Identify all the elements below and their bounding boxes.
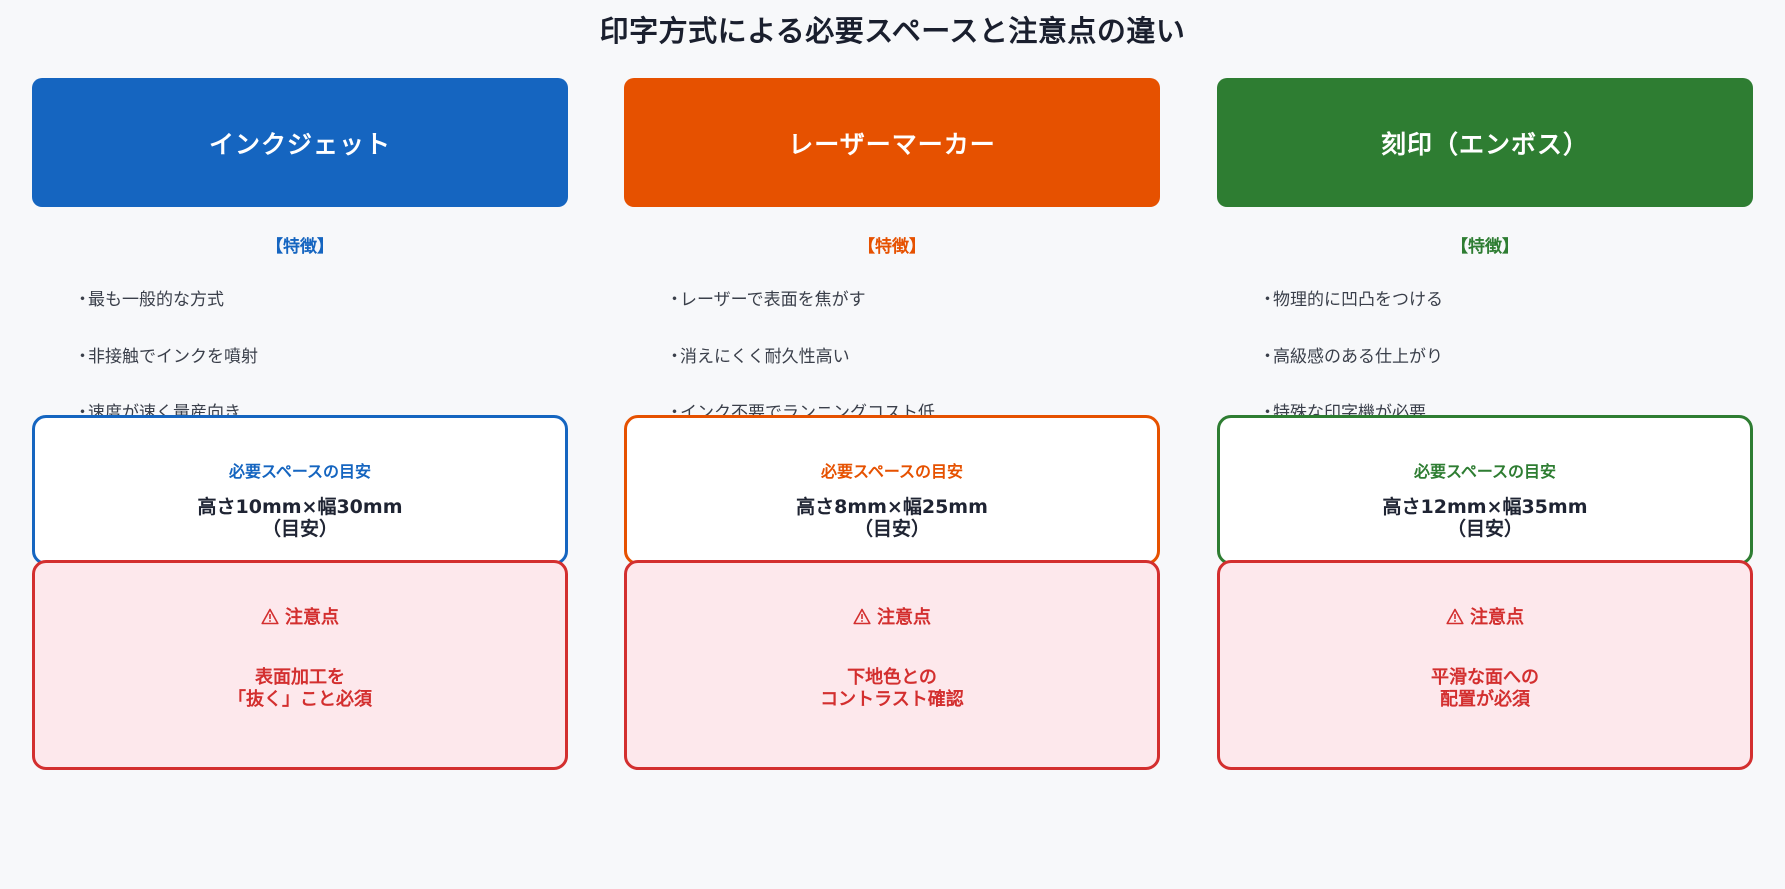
feature-text: 高級感のある仕上がり xyxy=(1273,346,1443,367)
note-box: 注意点 下地色との コントラスト確認 xyxy=(624,560,1160,770)
method-header-laser: レーザーマーカー xyxy=(624,78,1160,207)
feature-text: 最も一般的な方式 xyxy=(88,290,224,310)
space-value: 高さ10mm×幅30mm （目安） xyxy=(197,496,403,540)
feature-text: 物理的に凹凸をつける xyxy=(1273,290,1443,310)
column-inkjet: インクジェット 【特徴】 ・最も一般的な方式 ・非接触でインクを噴射 ・速度が速… xyxy=(32,78,568,778)
feature-list: ・レーザーで表面を焦がす ・消えにくく耐久性高い ・インク不要でランニングコスト… xyxy=(666,290,935,460)
space-box: 必要スペースの目安 高さ8mm×幅25mm （目安） xyxy=(624,415,1160,565)
column-emboss: 刻印（エンボス） 【特徴】 ・物理的に凹凸をつける ・高級感のある仕上がり ・特… xyxy=(1217,78,1753,778)
note-title: 注意点 xyxy=(285,607,339,628)
feature-text: 非接触でインクを噴射 xyxy=(88,346,258,367)
feature-text: 消えにくく耐久性高い xyxy=(680,346,850,367)
column-laser: レーザーマーカー 【特徴】 ・レーザーで表面を焦がす ・消えにくく耐久性高い ・… xyxy=(624,78,1160,778)
method-header-emboss: 刻印（エンボス） xyxy=(1217,78,1753,207)
space-value: 高さ8mm×幅25mm （目安） xyxy=(796,496,988,540)
feature-item: ・消えにくく耐久性高い xyxy=(666,346,850,367)
space-label: 必要スペースの目安 xyxy=(228,462,372,481)
note-box: 注意点 平滑な面への 配置が必須 xyxy=(1217,560,1753,770)
note-heading: 注意点 xyxy=(1220,603,1750,629)
note-title: 注意点 xyxy=(877,607,931,628)
feature-title: 【特徴】 xyxy=(858,237,926,257)
space-label: 必要スペースの目安 xyxy=(1413,462,1557,481)
note-heading: 注意点 xyxy=(35,603,565,629)
feature-item: ・物理的に凹凸をつける xyxy=(1259,290,1443,310)
feature-item: ・レーザーで表面を焦がす xyxy=(666,290,866,310)
note-box: 注意点 表面加工を 「抜く」こと必須 xyxy=(32,560,568,770)
warning-triangle-icon xyxy=(261,608,279,625)
note-text: 表面加工を 「抜く」こと必須 xyxy=(228,667,372,710)
space-label: 必要スペースの目安 xyxy=(820,462,964,481)
space-value: 高さ12mm×幅35mm （目安） xyxy=(1382,496,1588,540)
feature-title: 【特徴】 xyxy=(1451,237,1519,257)
method-header-inkjet: インクジェット xyxy=(32,78,568,207)
warning-triangle-icon xyxy=(853,608,871,625)
note-text: 下地色との コントラスト確認 xyxy=(820,667,964,710)
feature-item: ・最も一般的な方式 xyxy=(74,290,224,310)
note-title: 注意点 xyxy=(1470,607,1524,628)
feature-text: レーザーで表面を焦がす xyxy=(680,290,866,310)
note-heading: 注意点 xyxy=(627,603,1157,629)
note-text: 平滑な面への 配置が必須 xyxy=(1431,667,1539,710)
space-box: 必要スペースの目安 高さ12mm×幅35mm （目安） xyxy=(1217,415,1753,565)
warning-triangle-icon xyxy=(1446,608,1464,625)
page-title: 印字方式による必要スペースと注意点の違い xyxy=(599,14,1186,48)
feature-title: 【特徴】 xyxy=(266,237,334,257)
feature-item: ・高級感のある仕上がり xyxy=(1259,346,1443,367)
feature-item: ・非接触でインクを噴射 xyxy=(74,346,258,367)
space-box: 必要スペースの目安 高さ10mm×幅30mm （目安） xyxy=(32,415,568,565)
